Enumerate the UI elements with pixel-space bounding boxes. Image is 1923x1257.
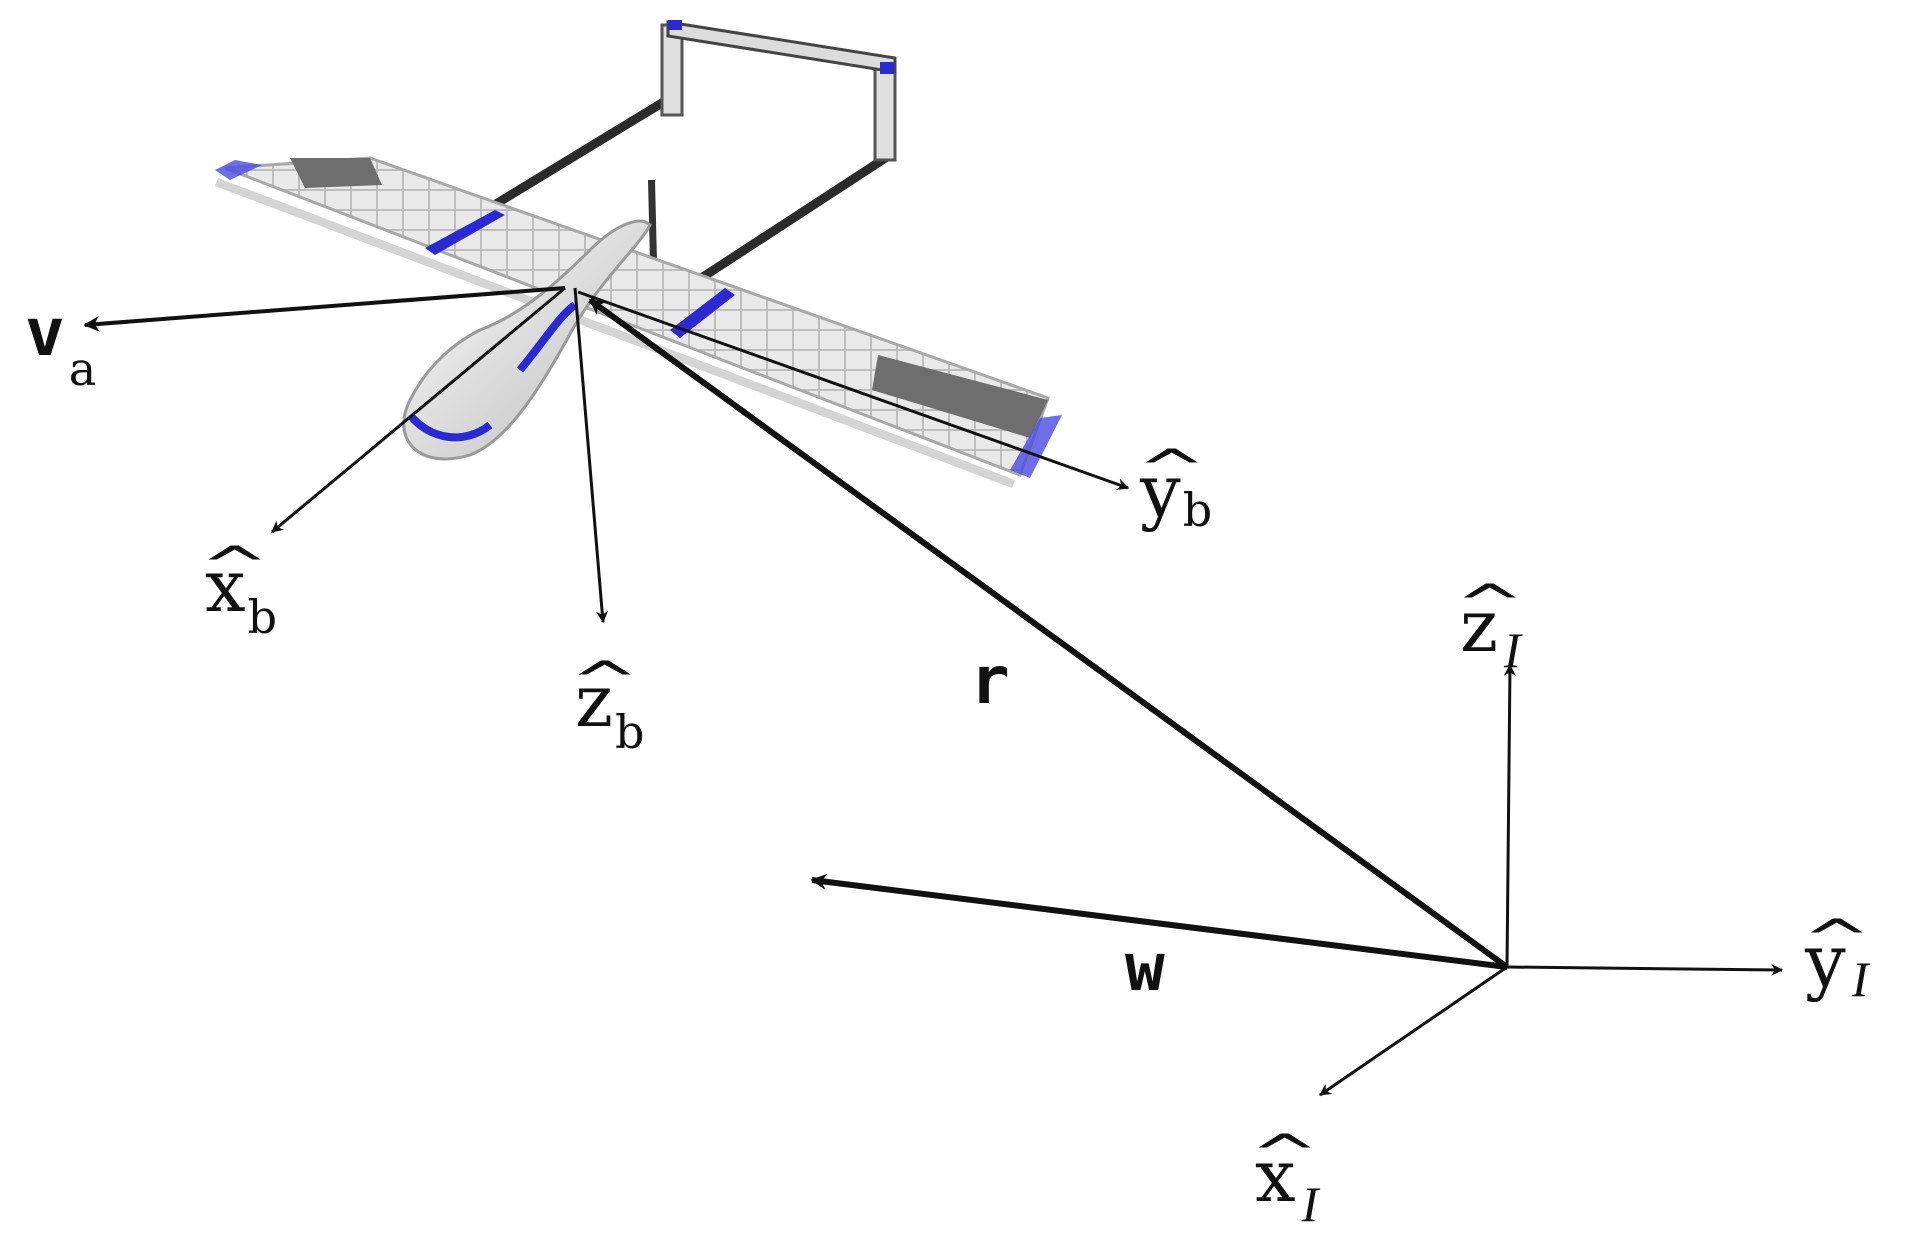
hat-icon: ^ [1801,909,1872,969]
label-xb: ^ xb [199,536,278,644]
hat-icon: ^ [199,536,270,596]
hat-icon: ^ [1136,439,1207,499]
w-vector [810,873,1508,970]
label-w: w [1125,929,1165,1006]
uav-aircraft [215,20,1062,488]
hat-icon: ^ [1249,1124,1320,1184]
yI-axis [1506,963,1784,976]
fuselage-fin [648,180,657,262]
fuselage [402,219,652,461]
left-aileron [290,158,382,188]
r-vector [588,297,1509,970]
main-wing [215,156,1062,488]
va-vector [83,286,566,332]
hat-icon: ^ [569,651,640,711]
inertial-frame-axes [1319,663,1784,1097]
zI-axis [1503,663,1516,968]
label-va: va [25,294,97,396]
xI-axis [1319,965,1508,1097]
hat-icon: ^ [1454,574,1525,634]
right-aileron [872,355,1048,438]
yb-axis [577,290,1130,491]
xb-axis [271,286,566,534]
zb-axis [573,287,609,624]
label-zb: ^ zb [569,651,645,759]
label-r: r [970,642,1010,719]
horizontal-tail [666,20,897,74]
label-yb: ^ yb [1136,439,1213,537]
right-vertical-tail [873,58,897,162]
inertial-vectors [588,297,1509,970]
body-frame-axes [83,286,1130,624]
